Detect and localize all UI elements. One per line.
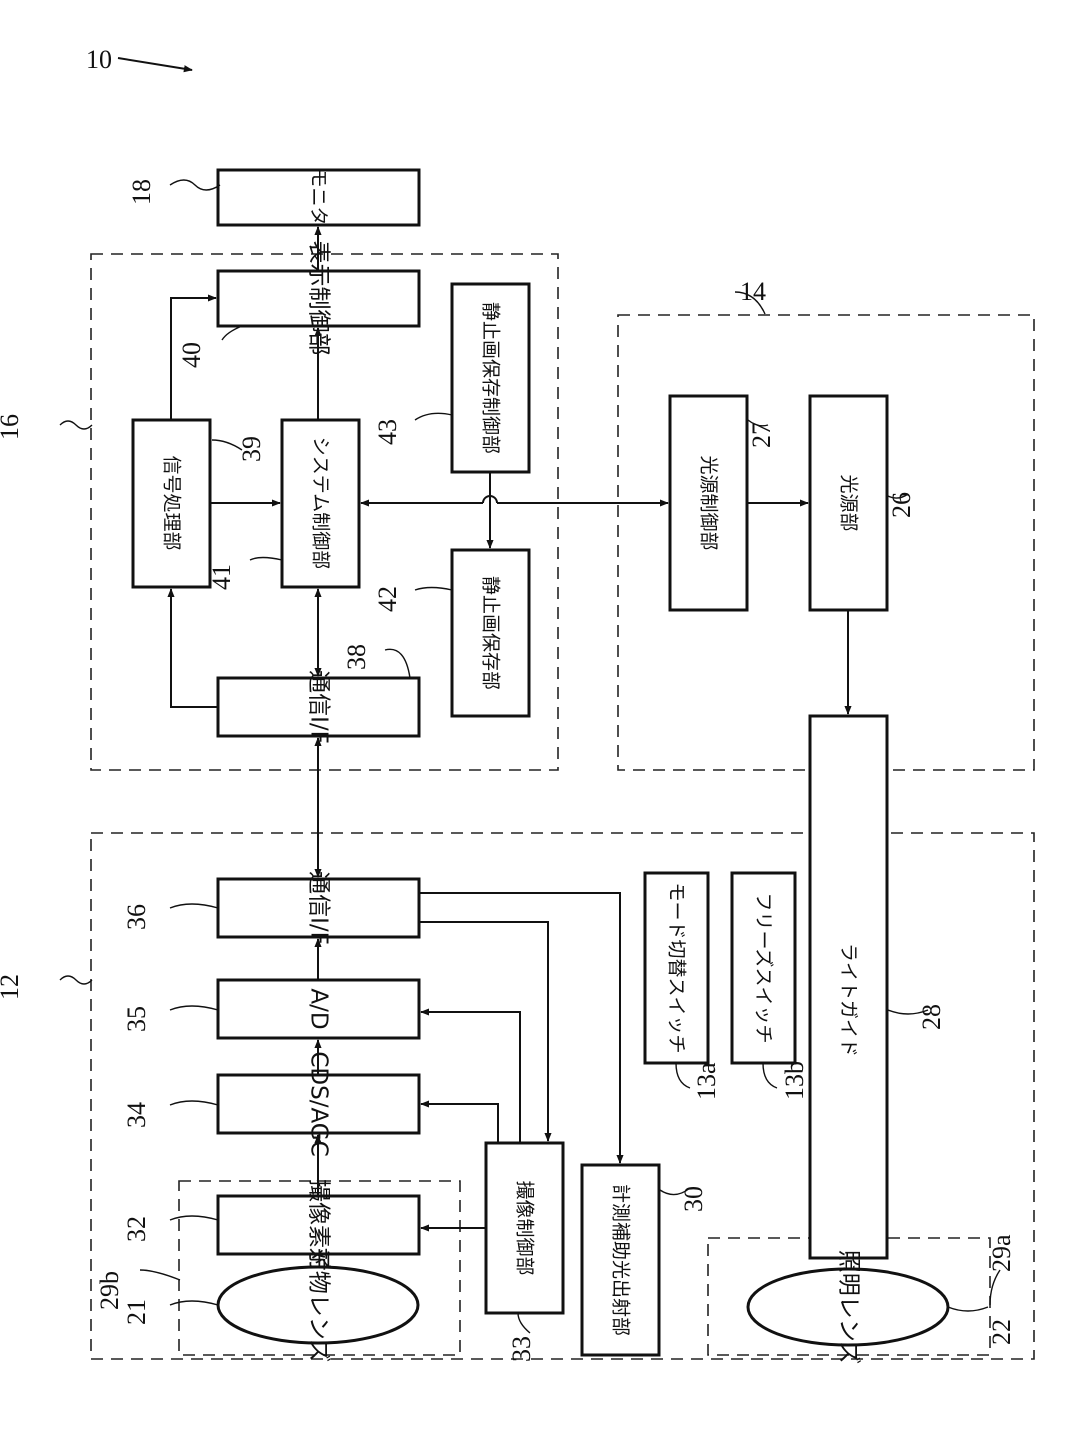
leader-41 [250, 558, 282, 561]
comm-if-scope-label: 通信I/F [306, 871, 332, 945]
ref-36: 36 [122, 904, 151, 930]
freeze-switch-label: フリーズスイッチ [753, 892, 775, 1043]
signal-proc-block: 信号処理部 [133, 420, 210, 587]
leader-29b [140, 1270, 180, 1280]
light-source-block: 光源部 [810, 396, 887, 610]
aux-light-block: 計測補助光出射部 [582, 1165, 659, 1355]
ref-33: 33 [507, 1336, 536, 1362]
objective-lens-label: 対物レンズ [306, 1248, 332, 1363]
leader-13b [763, 1063, 777, 1088]
leader-12 [60, 976, 92, 984]
ref-18: 18 [127, 179, 156, 205]
ref-26: 26 [887, 492, 916, 518]
group-ref-16: 16 [0, 414, 24, 440]
group-ref-14: 14 [740, 277, 766, 306]
ref-32: 32 [122, 1216, 151, 1242]
leader-32 [170, 1216, 218, 1220]
imaging-ctrl-label: 撮像制御部 [514, 1180, 536, 1275]
ref-43: 43 [373, 419, 402, 445]
mode-switch-label: モード切替スイッチ [666, 882, 688, 1053]
ref-38: 38 [342, 644, 371, 670]
leader-42 [415, 588, 452, 591]
ref-41: 41 [207, 564, 236, 590]
leader-18 [170, 180, 220, 190]
figure-ref: 10 [86, 45, 112, 74]
leader-33 [518, 1313, 530, 1333]
figure-ref-arrow [118, 58, 192, 70]
leader-13a [676, 1063, 690, 1088]
leader-38 [385, 649, 410, 678]
ad-label: A/D [306, 988, 332, 1029]
ref-13a: 13a [692, 1062, 721, 1100]
ref-13b: 13b [780, 1061, 809, 1100]
still-storage-block: 静止画保存部 [452, 550, 529, 716]
leader-36 [170, 904, 218, 908]
leader-21 [170, 1301, 218, 1305]
light-guide-block: ライトガイド [810, 716, 887, 1258]
ref-22: 22 [987, 1319, 1016, 1345]
light-ctrl-block: 光源制御部 [670, 396, 747, 610]
comm-if-proc-block: 通信I/F [218, 670, 419, 744]
group-ref-29b: 29b [95, 1271, 124, 1310]
comm-if-scope-block: 通信I/F [218, 871, 419, 945]
mode-switch-block: モード切替スイッチ [645, 873, 708, 1063]
still-storage-label: 静止画保存部 [480, 576, 502, 690]
light-source-label: 光源部 [838, 474, 860, 531]
illum-lens-block: 照明レンズ [748, 1250, 948, 1365]
group-ref-12: 12 [0, 974, 24, 1000]
leader-35 [170, 1006, 218, 1010]
leader-43 [415, 413, 452, 420]
leader-16 [60, 421, 92, 429]
leader-22 [948, 1307, 988, 1311]
still-save-ctrl-block: 静止画保存制御部 [452, 284, 529, 472]
aux-light-label: 計測補助光出射部 [610, 1184, 632, 1336]
ref-34: 34 [122, 1102, 151, 1128]
ref-21: 21 [122, 1299, 151, 1325]
ref-35: 35 [122, 1006, 151, 1032]
signal-proc-label: 信号処理部 [161, 455, 183, 550]
system-ctrl-block: システム制御部 [282, 420, 359, 587]
group-ref-29a: 29a [987, 1234, 1016, 1272]
ad-block: A/D [218, 980, 419, 1038]
freeze-switch-block: フリーズスイッチ [732, 873, 795, 1063]
comm-if-proc-label: 通信I/F [306, 670, 332, 744]
imaging-ctrl-block: 撮像制御部 [486, 1143, 563, 1313]
ref-40: 40 [177, 342, 206, 368]
ref-42: 42 [373, 586, 402, 612]
monitor-label: モニタ [308, 168, 330, 225]
system-ctrl-label: システム制御部 [310, 437, 332, 569]
ref-28: 28 [917, 1004, 946, 1030]
monitor-block: モニタ [218, 168, 419, 225]
objective-lens-block: 対物レンズ [218, 1248, 418, 1363]
light-guide-label: ライトガイド [838, 943, 860, 1057]
leader-40 [222, 326, 242, 340]
leader-29a [990, 1270, 1000, 1305]
ref-30: 30 [679, 1186, 708, 1212]
illum-lens-label: 照明レンズ [836, 1250, 862, 1365]
light-ctrl-label: 光源制御部 [698, 455, 720, 550]
leader-34 [170, 1101, 218, 1105]
still-save-ctrl-label: 静止画保存制御部 [480, 302, 502, 454]
